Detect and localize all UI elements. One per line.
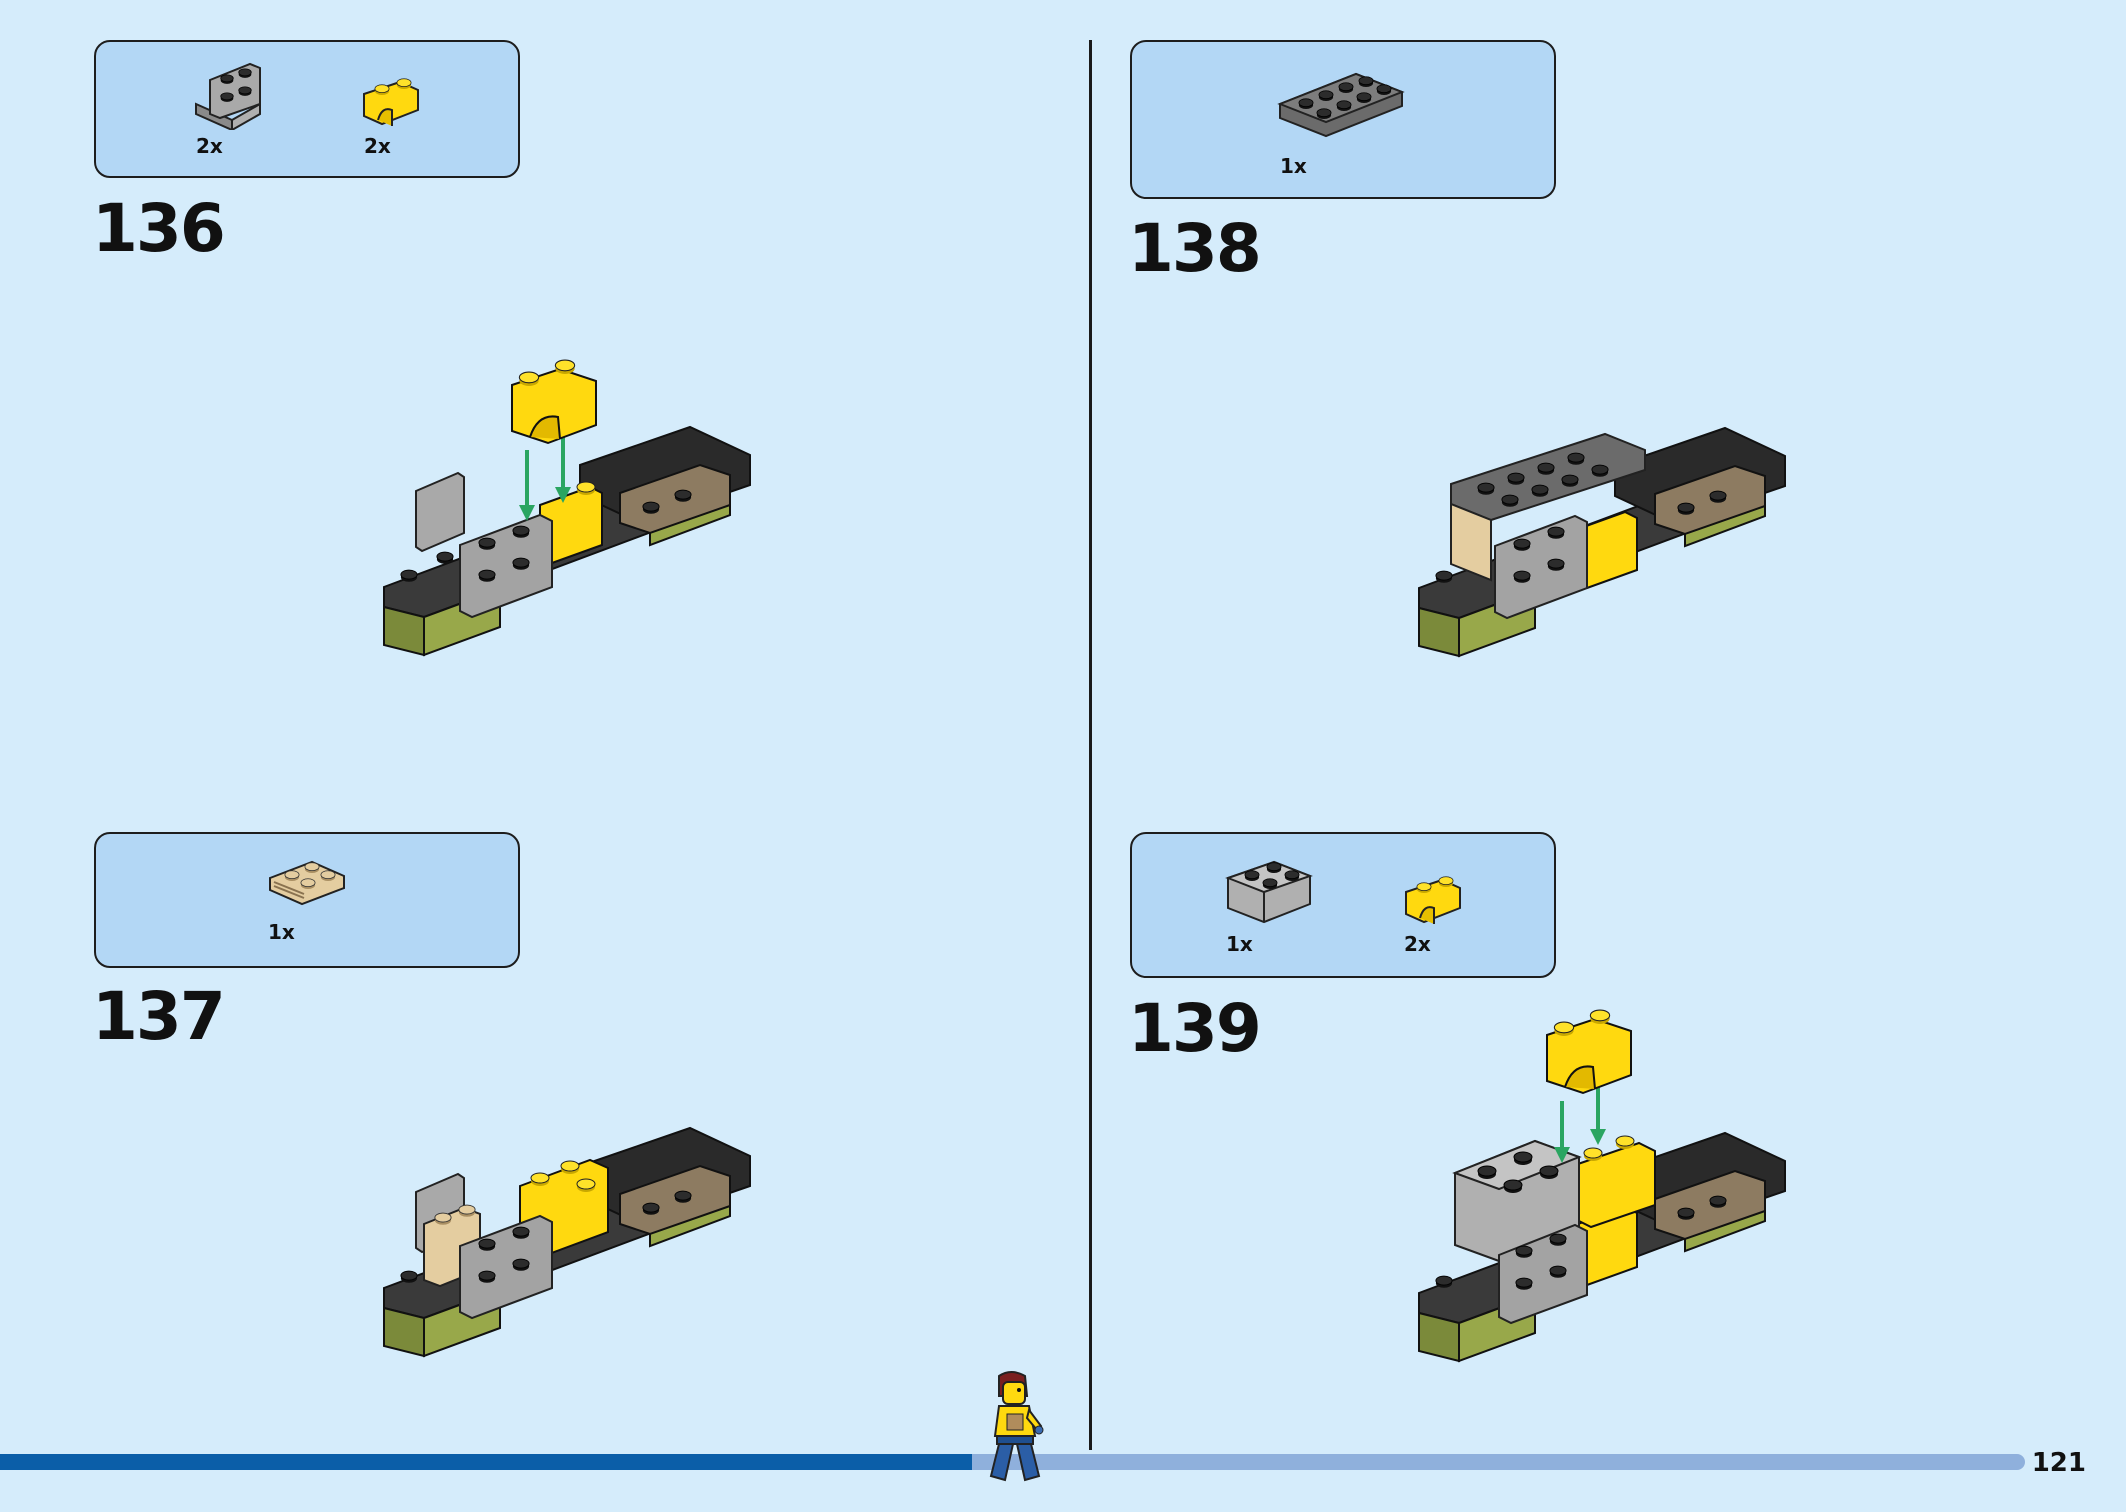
step-number: 136 — [92, 190, 226, 267]
minifigure-icon — [985, 1370, 1045, 1490]
part-qty: 1x — [268, 920, 295, 944]
step-number: 138 — [1128, 210, 1262, 287]
part-qty: 2x — [364, 134, 391, 158]
yellow-curved-brick-icon — [1402, 874, 1464, 934]
step-number: 139 — [1128, 990, 1262, 1067]
parts-list-step-137: 1x — [94, 832, 520, 968]
model-illustration-step-137 — [380, 1120, 770, 1364]
parts-list-step-139: 1x 2x — [1130, 832, 1556, 978]
model-illustration-step-139 — [1415, 1005, 1805, 1369]
yellow-curved-brick-icon — [360, 76, 422, 136]
gray-brick-icon — [1224, 852, 1314, 936]
dark-gray-plate-icon — [1276, 62, 1406, 148]
part-qty: 2x — [196, 134, 223, 158]
part-qty: 2x — [1404, 932, 1431, 956]
model-illustration-step-136 — [380, 355, 770, 669]
model-illustration-step-138 — [1415, 420, 1805, 664]
tan-plate-icon — [266, 852, 346, 914]
parts-list-step-136: 2x 2x — [94, 40, 520, 178]
progress-bar-fill — [0, 1454, 972, 1470]
page-number: 121 — [2031, 1448, 2086, 1478]
parts-list-step-138: 1x — [1130, 40, 1556, 199]
progress-bar — [0, 1454, 2025, 1470]
step-number: 137 — [92, 978, 226, 1055]
page-divider — [1089, 40, 1092, 1450]
part-qty: 1x — [1226, 932, 1253, 956]
gray-bracket-icon — [192, 60, 264, 134]
part-qty: 1x — [1280, 154, 1307, 178]
